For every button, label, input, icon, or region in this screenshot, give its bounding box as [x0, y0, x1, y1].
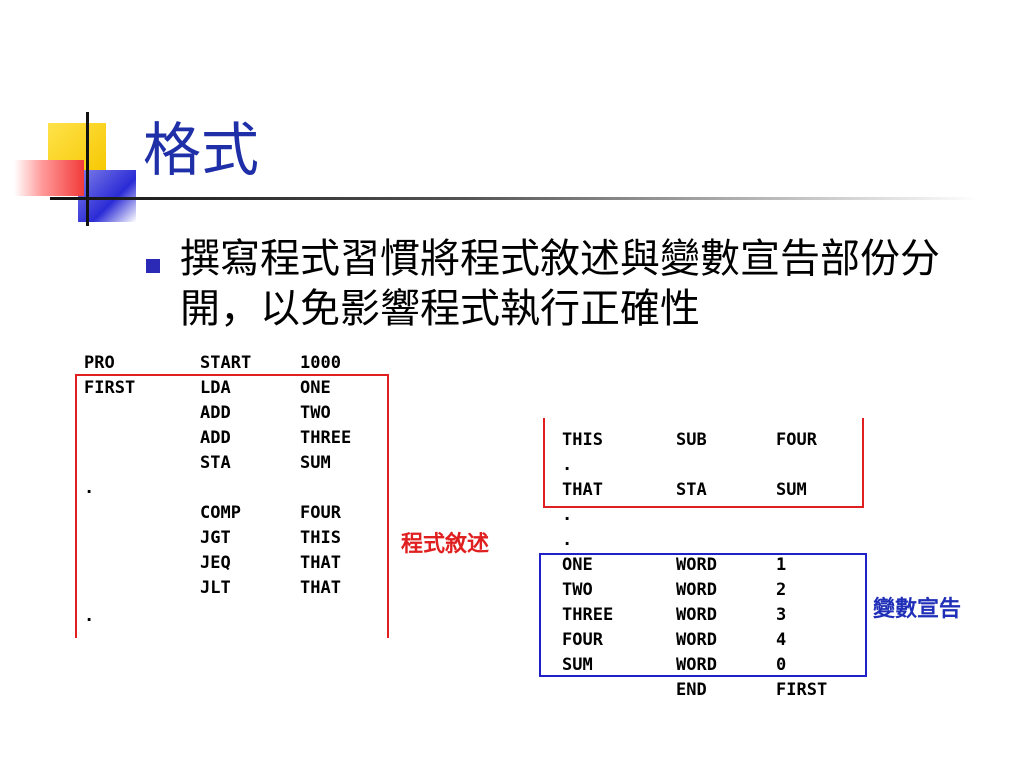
- decor-red-bar: [14, 160, 84, 196]
- code-token: THAT: [300, 553, 341, 573]
- code-token: 0: [776, 655, 787, 675]
- code-token: TWO: [562, 580, 593, 600]
- code-token: .: [562, 455, 573, 475]
- code-token: ADD: [200, 403, 231, 423]
- code-token: COMP: [200, 503, 241, 523]
- code-token: 1000: [300, 353, 341, 373]
- code-token: THREE: [562, 605, 614, 625]
- code-token: START: [200, 353, 252, 373]
- code-token: FIRST: [84, 378, 136, 398]
- code-token: ONE: [562, 555, 593, 575]
- code-token: FOUR: [562, 630, 603, 650]
- code-token: THIS: [300, 528, 341, 548]
- code-token: WORD: [676, 555, 717, 575]
- bullet-text: 撰寫程式習慣將程式敘述與變數宣告部份分開，以免影響程式執行正確性: [180, 236, 940, 332]
- bullet-square-icon: [146, 259, 160, 273]
- code-token: TWO: [300, 403, 331, 423]
- code-token: WORD: [676, 630, 717, 650]
- code-token: 4: [776, 630, 787, 650]
- statement-box-right: [543, 418, 864, 508]
- decor-vertical-line: [86, 112, 89, 226]
- code-token: 1: [776, 555, 787, 575]
- code-token: STA: [676, 480, 707, 500]
- code-token: JLT: [200, 578, 231, 598]
- code-token: THAT: [300, 578, 341, 598]
- code-token: SUM: [776, 480, 807, 500]
- code-token: SUM: [562, 655, 593, 675]
- code-token: .: [84, 478, 95, 498]
- code-token: FIRST: [776, 680, 828, 700]
- code-token: .: [562, 530, 573, 550]
- code-token: END: [676, 680, 707, 700]
- code-token: THREE: [300, 428, 352, 448]
- code-token: STA: [200, 453, 231, 473]
- statement-box-left: [75, 374, 389, 638]
- code-token: THAT: [562, 480, 603, 500]
- code-token: ONE: [300, 378, 331, 398]
- code-token: 3: [776, 605, 787, 625]
- code-token: 2: [776, 580, 787, 600]
- statements-label: 程式敘述: [401, 531, 490, 557]
- code-token: LDA: [200, 378, 231, 398]
- code-token: SUB: [676, 430, 707, 450]
- code-token: .: [562, 505, 573, 525]
- code-token: FOUR: [776, 430, 817, 450]
- code-token: JGT: [200, 528, 231, 548]
- code-token: WORD: [676, 580, 717, 600]
- title-underline: [50, 197, 980, 200]
- declaration-box: [539, 553, 867, 677]
- declarations-label: 變數宣告: [873, 596, 962, 622]
- code-token: WORD: [676, 605, 717, 625]
- code-token: FOUR: [300, 503, 341, 523]
- code-token: JEQ: [200, 553, 231, 573]
- code-token: SUM: [300, 453, 331, 473]
- code-token: .: [84, 606, 95, 626]
- code-token: THIS: [562, 430, 603, 450]
- code-token: ADD: [200, 428, 231, 448]
- code-token: WORD: [676, 655, 717, 675]
- code-token: PRO: [84, 353, 115, 373]
- slide-title: 格式: [143, 116, 260, 184]
